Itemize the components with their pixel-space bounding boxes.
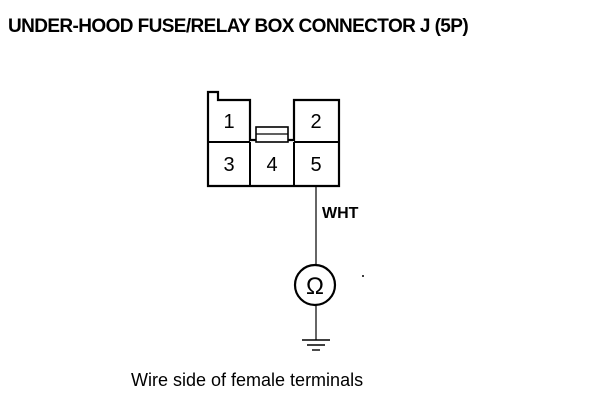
connector-housing	[206, 90, 341, 188]
diagram-title: UNDER-HOOD FUSE/RELAY BOX CONNECTOR J (5…	[8, 16, 469, 37]
ohm-symbol: Ω	[306, 273, 324, 300]
terminal-4-label: 4	[266, 154, 277, 176]
terminal-1-label: 1	[223, 111, 234, 133]
speck-mark	[362, 275, 364, 277]
diagram-caption: Wire side of female terminals	[131, 370, 364, 390]
ground-icon	[302, 339, 330, 351]
terminal-2-label: 2	[310, 111, 321, 133]
terminal-5-label: 5	[310, 154, 321, 176]
terminal-3-label: 3	[223, 154, 234, 176]
ohmmeter-icon	[293, 263, 337, 307]
wire-color-label: WHT	[322, 205, 359, 222]
